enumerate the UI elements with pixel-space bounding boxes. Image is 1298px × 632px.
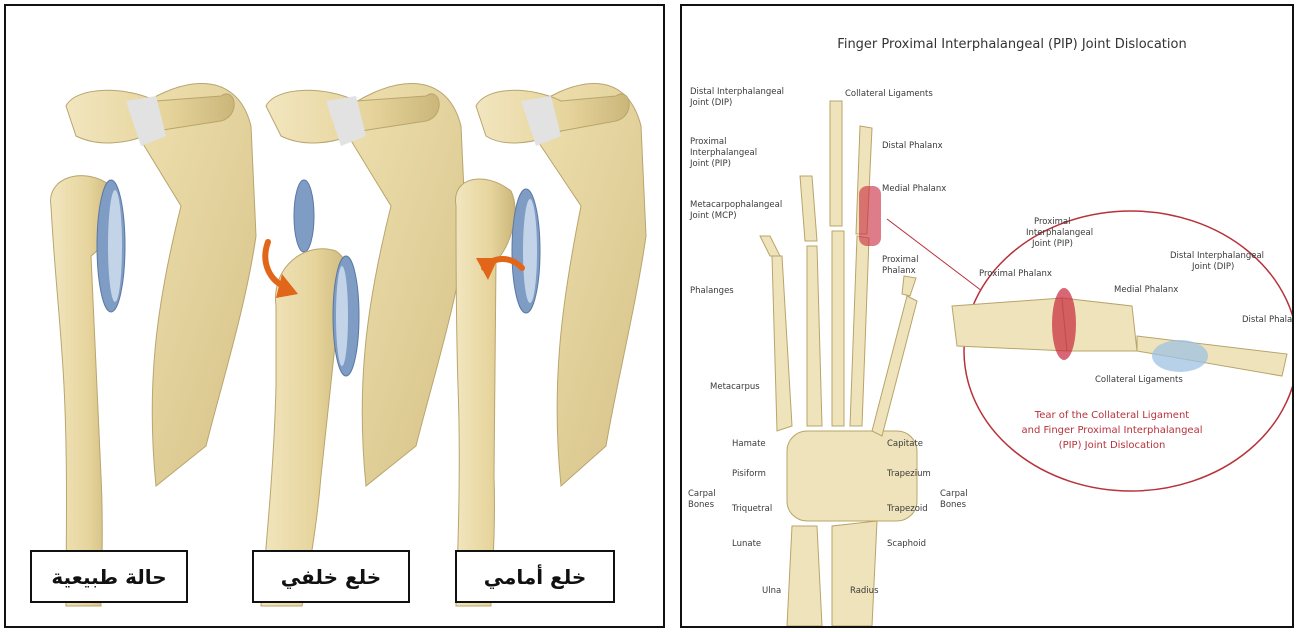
label-carpal-left-2: Bones bbox=[688, 500, 715, 510]
hand-diagram: Finger Proximal Interphalangeal (PIP) Jo… bbox=[682, 6, 1294, 628]
label-dip-1: Distal Interphalangeal bbox=[690, 87, 784, 97]
label-collateral: Collateral Ligaments bbox=[845, 89, 933, 99]
inset-label-distal-phalanx: Distal Phalanx bbox=[1242, 315, 1294, 325]
inset-caption-line1: Tear of the Collateral Ligament bbox=[1034, 410, 1189, 421]
inset-caption-line3: (PIP) Joint Dislocation bbox=[1059, 440, 1166, 451]
label-carpal-right-1: Carpal bbox=[940, 489, 968, 499]
inset-label-pip-2: Interphalangeal bbox=[1026, 228, 1093, 238]
label-hamate: Hamate bbox=[732, 439, 766, 449]
inset-label-dip-1: Distal Interphalangeal bbox=[1170, 251, 1264, 261]
label-mcp-2: Joint (MCP) bbox=[689, 211, 737, 221]
inset-label-medial-phalanx: Medial Phalanx bbox=[1114, 285, 1178, 295]
shoulder-dislocation-panel: حالة طبيعية خلع خلفي خلع أمامي bbox=[4, 4, 665, 628]
shoulder-posterior bbox=[261, 84, 466, 607]
label-pip-3: Joint (PIP) bbox=[689, 159, 731, 169]
diagram-title: Finger Proximal Interphalangeal (PIP) Jo… bbox=[837, 37, 1186, 52]
pip-joint-inset: Proximal Phalanx Proximal Interphalangea… bbox=[887, 211, 1294, 491]
shoulder-anterior bbox=[456, 84, 646, 607]
label-proximal-phalanx-2: Phalanx bbox=[882, 266, 916, 276]
caption-posterior-dislocation: خلع خلفي bbox=[252, 550, 410, 603]
inset-label-dip-2: Joint (DIP) bbox=[1191, 262, 1234, 272]
label-metacarpus: Metacarpus bbox=[710, 382, 760, 392]
label-trapezoid: Trapezoid bbox=[886, 504, 928, 514]
caption-anterior-dislocation: خلع أمامي bbox=[455, 550, 615, 603]
label-scaphoid: Scaphoid bbox=[887, 539, 926, 549]
inset-label-collateral: Collateral Ligaments bbox=[1095, 375, 1183, 385]
shoulder-illustrations bbox=[6, 6, 665, 628]
label-mcp-1: Metacarpophalangeal bbox=[690, 200, 782, 210]
inset-label-proximal-phalanx: Proximal Phalanx bbox=[979, 269, 1052, 279]
label-radius: Radius bbox=[850, 586, 879, 596]
inset-label-pip-3: Joint (PIP) bbox=[1031, 239, 1073, 249]
label-triquetral: Triquetral bbox=[731, 504, 772, 514]
label-ulna: Ulna bbox=[762, 586, 781, 596]
label-pip-2: Interphalangeal bbox=[690, 148, 757, 158]
label-capitate: Capitate bbox=[887, 439, 923, 449]
label-medial-phalanx: Medial Phalanx bbox=[882, 184, 946, 194]
finger-dislocation-panel: Finger Proximal Interphalangeal (PIP) Jo… bbox=[680, 4, 1294, 628]
hand-labels-left: Distal Interphalangeal Joint (DIP) Proxi… bbox=[688, 87, 784, 596]
label-phalanges: Phalanges bbox=[690, 286, 734, 296]
label-dip-2: Joint (DIP) bbox=[689, 98, 732, 108]
label-trapezium: Trapezium bbox=[886, 469, 931, 479]
caption-normal: حالة طبيعية bbox=[30, 550, 188, 603]
label-pisiform: Pisiform bbox=[732, 469, 766, 479]
label-distal-phalanx: Distal Phalanx bbox=[882, 141, 943, 151]
label-carpal-right-2: Bones bbox=[940, 500, 967, 510]
inset-caption-line2: and Finger Proximal Interphalangeal bbox=[1022, 425, 1203, 436]
label-carpal-left-1: Carpal bbox=[688, 489, 716, 499]
shoulder-normal bbox=[51, 84, 256, 607]
label-proximal-phalanx-1: Proximal bbox=[882, 255, 918, 265]
pip-injury-highlight bbox=[859, 186, 881, 246]
label-lunate: Lunate bbox=[732, 539, 761, 549]
inset-label-pip-1: Proximal bbox=[1034, 217, 1070, 227]
label-pip-1: Proximal bbox=[690, 137, 726, 147]
